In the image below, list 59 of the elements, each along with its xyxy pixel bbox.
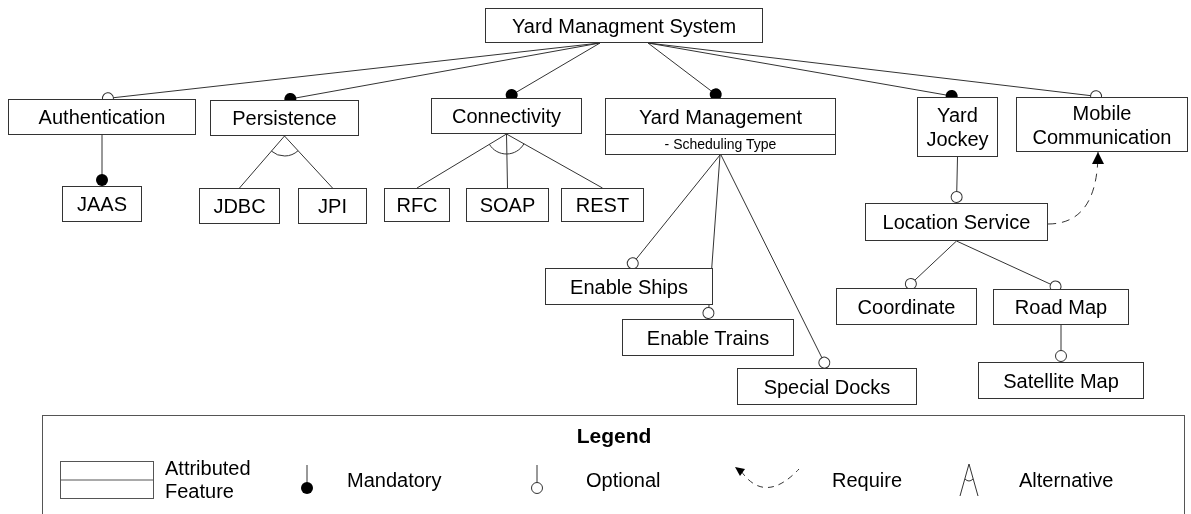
connector	[506, 133, 603, 189]
connector	[904, 240, 957, 290]
legend-title: Legend	[575, 423, 653, 449]
connector	[950, 156, 963, 204]
legend-text: Require	[832, 468, 903, 493]
feature-box	[917, 97, 998, 157]
feature-name: JDBC	[213, 194, 266, 218]
feature-box	[545, 268, 713, 305]
legend-text: Optional	[586, 468, 661, 493]
feature-name: Location Service	[882, 210, 1031, 234]
connector	[720, 154, 831, 369]
attributed-feature-box	[605, 98, 836, 155]
feature-name: Persistence	[232, 106, 337, 130]
feature-box	[1016, 97, 1188, 152]
feature-box	[622, 319, 794, 356]
feature-box	[993, 289, 1129, 325]
connector	[416, 133, 507, 189]
feature-box	[836, 288, 977, 325]
feature-box	[865, 203, 1048, 241]
feature-box	[298, 188, 367, 224]
feature-name: Mobile Communication	[1031, 100, 1173, 149]
feature-box	[210, 100, 359, 136]
feature-name: Road Map	[1014, 295, 1108, 319]
feature-name: Yard Jockey	[925, 103, 990, 151]
connector	[1055, 324, 1067, 363]
feature-box	[737, 368, 917, 405]
feature-box	[485, 8, 763, 43]
feature-name: Yard Managment System	[511, 13, 737, 38]
feature-box	[431, 98, 582, 134]
require-arrow	[1047, 151, 1104, 225]
feature-name: Connectivity	[452, 104, 561, 128]
feature-name: Satellite Map	[1003, 368, 1119, 393]
feature-box	[62, 186, 142, 222]
feature-name: Authentication	[38, 105, 166, 129]
legend-text: Mandatory	[347, 468, 442, 493]
feature-name: Enable Ships	[570, 274, 688, 299]
feature-name: SOAP	[479, 193, 536, 217]
feature-box	[199, 188, 280, 224]
feature-box	[978, 362, 1144, 399]
feature-box	[466, 188, 549, 222]
connector	[96, 134, 108, 187]
feature-box	[8, 99, 196, 135]
feature-box	[384, 188, 450, 222]
connector	[506, 133, 508, 189]
connector	[284, 135, 333, 189]
feature-name: Enable Trains	[646, 325, 770, 350]
legend-text: Attributed Feature	[165, 457, 252, 503]
feature-name: Coordinate	[857, 294, 956, 319]
feature-attribute: - Scheduling Type	[664, 136, 777, 152]
feature-name: JAAS	[77, 192, 127, 216]
feature-name: REST	[575, 193, 630, 217]
feature-name: JPI	[318, 194, 347, 218]
feature-name: RFC	[396, 193, 438, 217]
feature-name: Yard Management	[638, 104, 803, 129]
feature-box	[561, 188, 644, 222]
connector	[626, 154, 721, 270]
connector	[239, 135, 285, 189]
feature-name: Special Docks	[763, 374, 891, 399]
legend-text: Alternative	[1019, 468, 1114, 493]
